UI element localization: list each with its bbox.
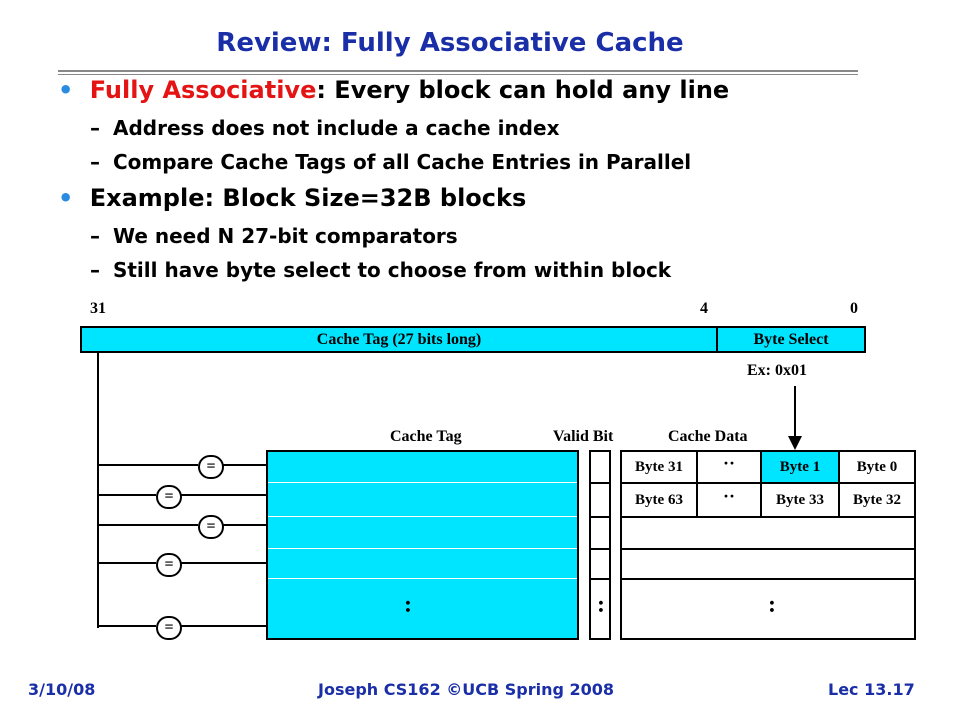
- byte-cell: Byte 33: [760, 484, 840, 516]
- bullet-1-term: Fully Associative: [89, 76, 317, 104]
- dash-marker: –: [90, 116, 100, 140]
- byte-ellipsis: ··: [722, 453, 735, 473]
- byte-ellipsis: ··: [722, 486, 735, 506]
- byte-select-arrow-head: [788, 436, 802, 450]
- valid-ellipsis: :: [597, 592, 605, 618]
- valid-row-divider: [591, 516, 609, 518]
- slide-title: Review: Fully Associative Cache: [216, 28, 684, 58]
- comparator-1: =: [198, 455, 224, 479]
- bullet-marker: •: [58, 184, 74, 212]
- sub-bullet-1-1: – Address does not include a cache index: [90, 116, 559, 140]
- valid-bit-column: :: [589, 450, 611, 640]
- bit-4-label: 4: [700, 300, 708, 317]
- valid-row-divider: [591, 482, 609, 484]
- tag-row-divider: [268, 516, 577, 517]
- byte-cell-selected: Byte 1: [760, 452, 840, 482]
- tag-array: :: [266, 450, 579, 640]
- data-row-divider: [622, 578, 914, 580]
- bullet-marker: •: [58, 76, 74, 104]
- sub-bullet-text: Compare Cache Tags of all Cache Entries …: [112, 150, 692, 174]
- dash-marker: –: [90, 258, 100, 282]
- comparator-4: =: [156, 553, 182, 577]
- tag-row-divider: [268, 578, 577, 579]
- dash-marker: –: [90, 224, 100, 248]
- data-row-divider: [622, 548, 914, 550]
- bullet-2: • Example: Block Size=32B blocks: [58, 184, 526, 212]
- example-value: Ex: 0x01: [747, 362, 807, 379]
- col-header-cache-data: Cache Data: [668, 428, 748, 445]
- footer-course: Joseph CS162 ©UCB Spring 2008: [318, 680, 615, 699]
- data-ellipsis: :: [768, 592, 776, 618]
- byte-cell: Byte 0: [856, 459, 898, 475]
- title-rule-thin: [58, 74, 858, 75]
- data-row-divider: [622, 482, 914, 484]
- bullet-1: • Fully Associative: Every block can hol…: [58, 76, 729, 104]
- sub-bullet-2-1: – We need N 27-bit comparators: [90, 224, 458, 248]
- comparator-2: =: [156, 485, 182, 509]
- footer-lecture: Lec 13.17: [828, 680, 915, 699]
- sub-bullet-text: We need N 27-bit comparators: [112, 224, 458, 248]
- bullet-2-text: Example: Block Size=32B blocks: [89, 184, 527, 212]
- data-row-divider: [622, 516, 914, 518]
- tag-row-divider: [268, 548, 577, 549]
- sub-bullet-text: Address does not include a cache index: [112, 116, 560, 140]
- tag-row-divider: [268, 482, 577, 483]
- bullet-1-text: : Every block can hold any line: [316, 76, 730, 104]
- sub-bullet-text: Still have byte select to choose from wi…: [112, 258, 672, 282]
- data-array: Byte 31 ·· Byte 1 Byte 0 Byte 63 ·· Byte…: [620, 450, 916, 640]
- valid-row-divider: [591, 548, 609, 550]
- byte-cell: Byte 32: [853, 492, 901, 508]
- byte-select-field: Byte Select: [716, 326, 866, 353]
- sub-bullet-2-2: – Still have byte select to choose from …: [90, 258, 671, 282]
- sub-bullet-1-2: – Compare Cache Tags of all Cache Entrie…: [90, 150, 691, 174]
- dash-marker: –: [90, 150, 100, 174]
- footer-date: 3/10/08: [28, 680, 96, 699]
- tag-ellipsis: :: [404, 592, 412, 618]
- byte-cell: Byte 63: [622, 484, 698, 516]
- valid-row-divider: [591, 578, 609, 580]
- bit-0-label: 0: [850, 300, 858, 317]
- comparator-5: =: [156, 616, 182, 640]
- cache-tag-field: Cache Tag (27 bits long): [80, 326, 718, 353]
- title-rule: [58, 70, 858, 72]
- comparator-3: =: [198, 515, 224, 539]
- bit-31-label: 31: [90, 300, 106, 317]
- col-header-cache-tag: Cache Tag: [390, 428, 462, 445]
- byte-cell: Byte 31: [622, 452, 698, 482]
- col-header-valid-bit: Valid Bit: [553, 428, 614, 445]
